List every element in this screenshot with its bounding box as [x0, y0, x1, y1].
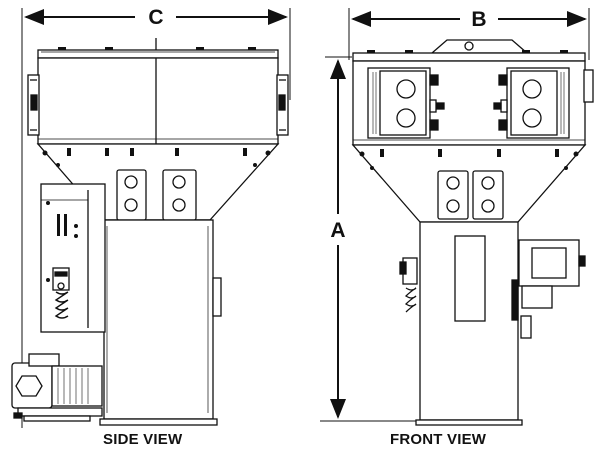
side-motor	[11, 353, 103, 422]
front-top-bracket	[430, 39, 529, 54]
dim-label-c: C	[148, 6, 163, 29]
caption-side-view: SIDE VIEW	[103, 431, 183, 448]
front-touch-controller	[511, 239, 586, 339]
side-lid	[37, 49, 279, 59]
side-cabinet	[103, 219, 214, 420]
side-control-box	[40, 183, 106, 333]
dim-label-a: A	[330, 219, 345, 242]
dimension-c: C	[21, 6, 291, 428]
front-air-regulator	[399, 257, 418, 313]
front-lid	[352, 52, 586, 62]
front-view	[351, 39, 594, 426]
front-left-frame	[367, 67, 445, 139]
side-hopper-body	[37, 57, 279, 145]
dim-label-b: B	[471, 8, 486, 31]
front-base	[415, 419, 523, 426]
front-port-plates	[437, 170, 504, 220]
caption-front-view: FRONT VIEW	[390, 431, 487, 448]
front-right-frame	[493, 67, 570, 139]
front-funnel	[351, 144, 587, 223]
dimension-a: A	[320, 56, 417, 422]
side-air-regulator	[52, 267, 70, 319]
side-port-plates	[116, 169, 197, 221]
side-view	[11, 38, 289, 426]
dimension-b: B	[348, 8, 590, 60]
side-base	[99, 418, 218, 426]
